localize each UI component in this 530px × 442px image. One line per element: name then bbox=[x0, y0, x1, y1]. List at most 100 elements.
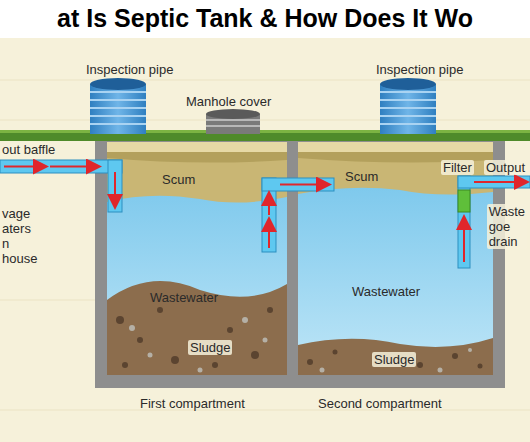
second-compartment-fill bbox=[307, 359, 313, 365]
title-bar bbox=[0, 0, 530, 38]
inspection-pipe-left bbox=[90, 84, 146, 134]
inspection-pipe-right bbox=[380, 99, 436, 101]
first-compartment-fill bbox=[107, 152, 287, 203]
flow-arrows bbox=[50, 166, 98, 168]
inspection-pipe-left bbox=[90, 91, 146, 93]
first-compartment-fill bbox=[129, 325, 135, 331]
first-compartment-fill bbox=[171, 356, 179, 364]
flow-arrows bbox=[114, 172, 116, 206]
compartment-label: Second compartment bbox=[318, 396, 442, 411]
second-compartment-fill bbox=[478, 364, 483, 369]
second-compartment-fill bbox=[333, 350, 338, 355]
filter bbox=[458, 190, 470, 212]
inspection-pipe-right bbox=[380, 91, 436, 93]
flow-arrows bbox=[4, 166, 45, 168]
first-compartment-fill bbox=[267, 307, 273, 313]
flow-arrows bbox=[268, 220, 270, 248]
first-compartment-fill bbox=[227, 327, 233, 333]
first-compartment-fill bbox=[198, 368, 203, 373]
inspection-pipe-left bbox=[90, 78, 146, 134]
second-compartment-fill bbox=[320, 348, 473, 373]
first-compartment-fill bbox=[157, 307, 163, 313]
inspection-pipe-right bbox=[380, 115, 436, 117]
inspection-pipe-left bbox=[90, 107, 146, 109]
second-compartment-fill bbox=[452, 353, 458, 359]
outlet-pipe bbox=[458, 176, 530, 268]
layer-label: Scum bbox=[162, 172, 195, 187]
manhole-cover bbox=[206, 109, 260, 119]
inspection-pipe-left bbox=[90, 99, 146, 101]
grid-texture bbox=[0, 120, 530, 121]
grass bbox=[0, 132, 530, 141]
flow-arrows bbox=[268, 194, 270, 215]
layer-label: Wastewater bbox=[150, 290, 218, 305]
first-compartment-fill bbox=[129, 317, 268, 373]
part-label: Filter bbox=[441, 160, 474, 175]
second-compartment-fill bbox=[320, 368, 325, 373]
first-compartment-fill bbox=[212, 362, 218, 368]
inspection-pipe-left bbox=[90, 115, 146, 117]
inspection-pipe-left bbox=[90, 78, 146, 90]
inspection-pipe-right bbox=[380, 84, 436, 134]
manhole-cover bbox=[206, 120, 260, 126]
first-compartment-fill bbox=[251, 351, 259, 359]
inspection-pipe-right bbox=[380, 78, 436, 134]
inspection-pipe-left bbox=[90, 92, 146, 124]
grid-texture bbox=[0, 410, 530, 411]
inspection-pipe-right bbox=[380, 78, 436, 90]
outlet-pipe bbox=[458, 176, 530, 188]
second-compartment-fill bbox=[307, 350, 483, 369]
inlet-pipe bbox=[0, 160, 122, 173]
part-label: Output bbox=[484, 160, 527, 175]
second-compartment-fill bbox=[417, 362, 423, 368]
outlet-pipe bbox=[458, 176, 470, 268]
flow-arrows bbox=[4, 167, 526, 263]
title: at Is Septic Tank & How Does It Wo bbox=[0, 4, 530, 33]
manhole-cover bbox=[206, 109, 260, 134]
flow-arrows bbox=[280, 184, 328, 186]
inlet-pipe bbox=[108, 160, 122, 212]
inspection-pipe-right bbox=[380, 123, 436, 125]
first-compartment-fill bbox=[137, 337, 143, 343]
first-compartment-fill bbox=[122, 362, 128, 368]
layer-label: Wastewater bbox=[352, 284, 420, 299]
first-compartment-fill bbox=[116, 316, 124, 324]
layer-label: Scum bbox=[345, 169, 378, 184]
flow-arrows bbox=[474, 181, 526, 183]
second-compartment-fill bbox=[298, 338, 493, 375]
part-label: Inspection pipe bbox=[86, 62, 173, 77]
first-compartment-fill bbox=[242, 317, 248, 323]
first-compartment-fill bbox=[116, 307, 273, 368]
manhole-cover bbox=[206, 125, 260, 127]
tank-wall bbox=[95, 140, 505, 388]
middle-pipe bbox=[262, 178, 334, 191]
grass-top bbox=[0, 130, 530, 133]
layer-label: Sludge bbox=[188, 340, 232, 355]
part-label: Inspection pipe bbox=[376, 62, 463, 77]
first-compartment-fill bbox=[263, 338, 268, 343]
grid-texture bbox=[0, 80, 530, 410]
first-compartment-fill bbox=[107, 281, 287, 375]
inspection-pipe-right bbox=[380, 107, 436, 109]
second-compartment-fill bbox=[468, 348, 472, 352]
middle-pipe bbox=[262, 178, 334, 252]
inspection-pipe-left bbox=[90, 123, 146, 125]
compartment-label: First compartment bbox=[140, 396, 245, 411]
first-compartment-fill bbox=[107, 142, 287, 375]
flow-label: Waste goe drain bbox=[487, 204, 527, 249]
layer-label: Sludge bbox=[372, 352, 416, 367]
first-compartment-fill bbox=[107, 142, 287, 375]
flow-label: vage aters n house bbox=[2, 206, 37, 266]
part-label: out baffle bbox=[2, 142, 55, 157]
inspection-pipe-right bbox=[380, 92, 436, 124]
flow-arrows bbox=[463, 218, 465, 262]
grid-texture bbox=[0, 300, 95, 301]
inlet-pipe bbox=[0, 160, 122, 212]
part-label: Manhole cover bbox=[186, 94, 271, 109]
second-compartment-fill bbox=[438, 368, 443, 373]
manhole-cover bbox=[206, 119, 260, 121]
first-compartment-fill bbox=[148, 353, 153, 358]
grid-texture bbox=[0, 80, 530, 81]
